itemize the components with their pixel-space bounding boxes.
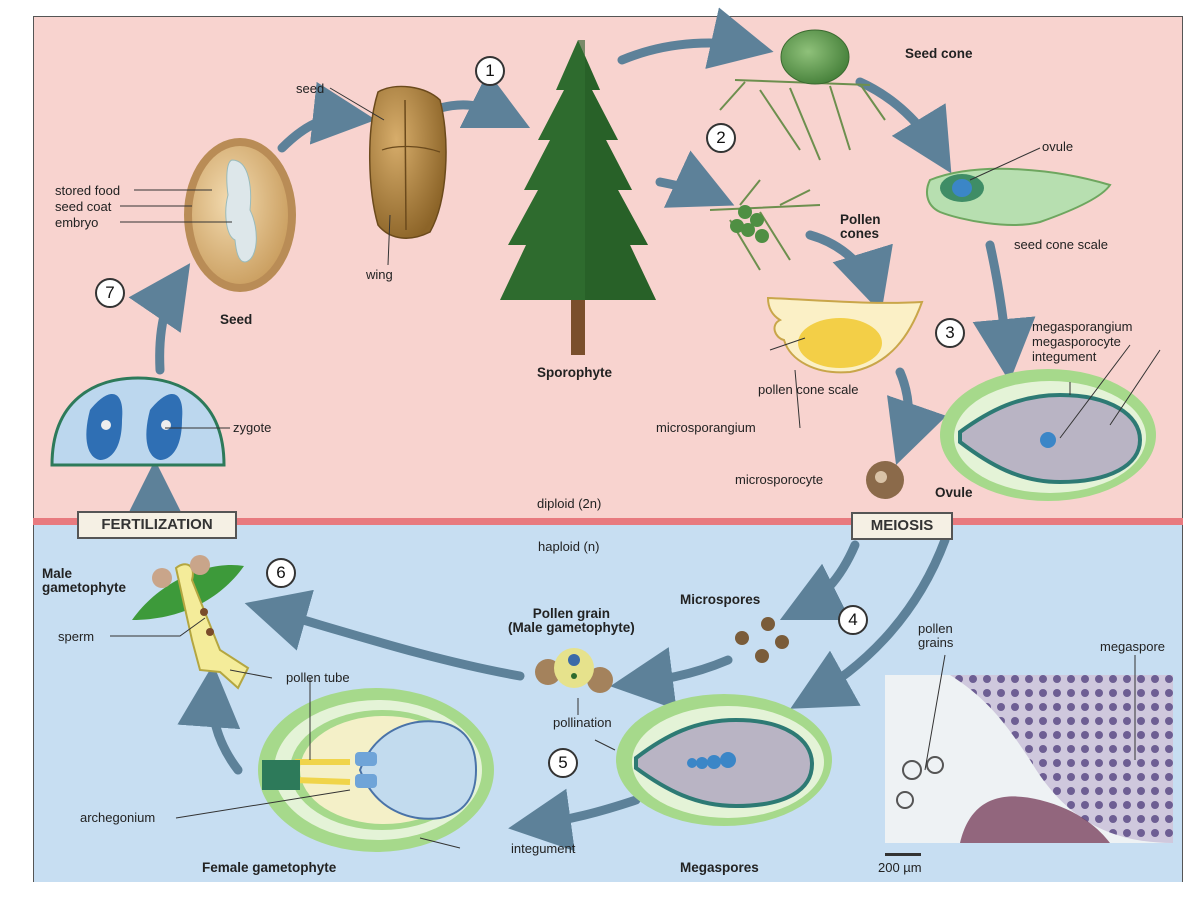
arrow-female-to-male-gametophyte xyxy=(177,664,243,775)
seed-cross-section-illustration xyxy=(184,138,296,292)
megasporangium-label: megasporangium xyxy=(1032,319,1133,334)
arrow-seed-to-sporophyte xyxy=(435,71,531,129)
haploid-label: haploid (n) xyxy=(538,539,600,554)
ploidy-divider-line xyxy=(33,518,1183,525)
arrow-microspores-to-pollen-grain xyxy=(610,647,733,710)
seed-cone-illustration xyxy=(719,29,886,161)
arrow-meiosis-to-megaspores xyxy=(790,535,950,709)
stored-food-label: stored food xyxy=(55,183,121,198)
step-6-badge: 6 xyxy=(266,558,296,588)
male-gametophyte-illustration xyxy=(132,555,250,690)
step-7-badge: 7 xyxy=(95,278,125,308)
zygote-archegonia-illustration xyxy=(50,376,226,467)
step-4-badge: 4 xyxy=(838,605,868,635)
sporophyte-tree-illustration xyxy=(500,40,656,355)
megaspores-title: Megaspores xyxy=(680,860,759,875)
microspores-illustration xyxy=(735,617,789,663)
megaspore-label: megaspore xyxy=(1100,639,1166,654)
scale-bar-label: 200 µm xyxy=(878,860,922,875)
pollen-cone-scale-label: pollen cone scale xyxy=(758,382,859,397)
microsporocyte-illustration xyxy=(866,461,904,499)
scale-bar-line xyxy=(885,853,921,856)
female-gametophyte-illustration xyxy=(258,688,494,852)
winged-seed-illustration xyxy=(369,85,447,239)
seed-cone-scale-label: seed cone scale xyxy=(1014,237,1108,252)
male-gametophyte-title: Male gametophyte xyxy=(42,566,127,595)
step-1-badge: 1 xyxy=(475,56,505,86)
step-3-badge: 3 xyxy=(935,318,965,348)
pollen-grain-illustration xyxy=(535,648,613,693)
pollen-cones-illustration xyxy=(709,179,821,271)
arrow-megaspores-to-female-gametophyte xyxy=(508,788,641,852)
pollination-label: pollination xyxy=(553,715,612,730)
ovule-illustration xyxy=(940,369,1156,501)
ovule-micrograph-image xyxy=(885,675,1173,843)
pollen-grains-label: pollen grains xyxy=(918,621,954,650)
pollen-tube-label: pollen tube xyxy=(286,670,350,685)
pollen-cone-scale-illustration xyxy=(766,296,924,374)
integument-bottom-label: integument xyxy=(511,841,576,856)
microspores-title: Microspores xyxy=(680,592,761,607)
female-gametophyte-title: Female gametophyte xyxy=(202,860,337,875)
pollen-grain-title: Pollen grain (Male gametophyte) xyxy=(508,606,635,635)
arrow-sporophyte-to-seed-cone xyxy=(617,7,774,70)
arrow-pollen-cones-to-scale xyxy=(805,230,893,314)
diploid-label: diploid (2n) xyxy=(537,496,602,511)
megaspores-ovule-illustration xyxy=(616,694,832,826)
step-2-badge: 2 xyxy=(706,123,736,153)
ovule-title: Ovule xyxy=(935,485,973,500)
seed-title: Seed xyxy=(220,312,253,327)
seed-small-label: seed xyxy=(296,81,325,96)
seed-coat-label: seed coat xyxy=(55,199,112,214)
ovule-small-label: ovule xyxy=(1042,139,1074,154)
megasporocyte-label: megasporocyte xyxy=(1032,334,1121,349)
seed-cone-scale-illustration xyxy=(926,167,1112,226)
sporophyte-title: Sporophyte xyxy=(537,365,613,380)
arrow-seed-to-winged-seed xyxy=(277,81,376,153)
seed-cone-title: Seed cone xyxy=(905,46,973,61)
arrow-scale-to-ovule xyxy=(972,240,1036,382)
arrow-zygote-to-seed xyxy=(128,263,191,375)
archegonium-label: archegonium xyxy=(80,810,156,825)
microsporocyte-label: microsporocyte xyxy=(735,472,824,487)
arrow-pollen-grain-to-male-gametophyte xyxy=(244,589,525,681)
wing-label: wing xyxy=(366,267,393,282)
embryo-label: embryo xyxy=(55,215,99,230)
sperm-label: sperm xyxy=(58,629,95,644)
arrow-scale-to-microsporocyte xyxy=(887,367,947,466)
meiosis-box: MEIOSIS xyxy=(851,512,953,540)
arrow-meiosis-to-microspores xyxy=(779,540,860,621)
fertilization-box: FERTILIZATION xyxy=(77,511,237,539)
pollen-cones-title: Pollen cones xyxy=(840,212,881,241)
zygote-label: zygote xyxy=(233,420,272,435)
arrow-seed-cone-to-ovule xyxy=(855,77,952,174)
microsporangium-label: microsporangium xyxy=(656,420,756,435)
integument-top-label: integument xyxy=(1032,349,1097,364)
arrow-sporophyte-to-pollen-cones xyxy=(655,150,735,208)
step-5-badge: 5 xyxy=(548,748,578,778)
